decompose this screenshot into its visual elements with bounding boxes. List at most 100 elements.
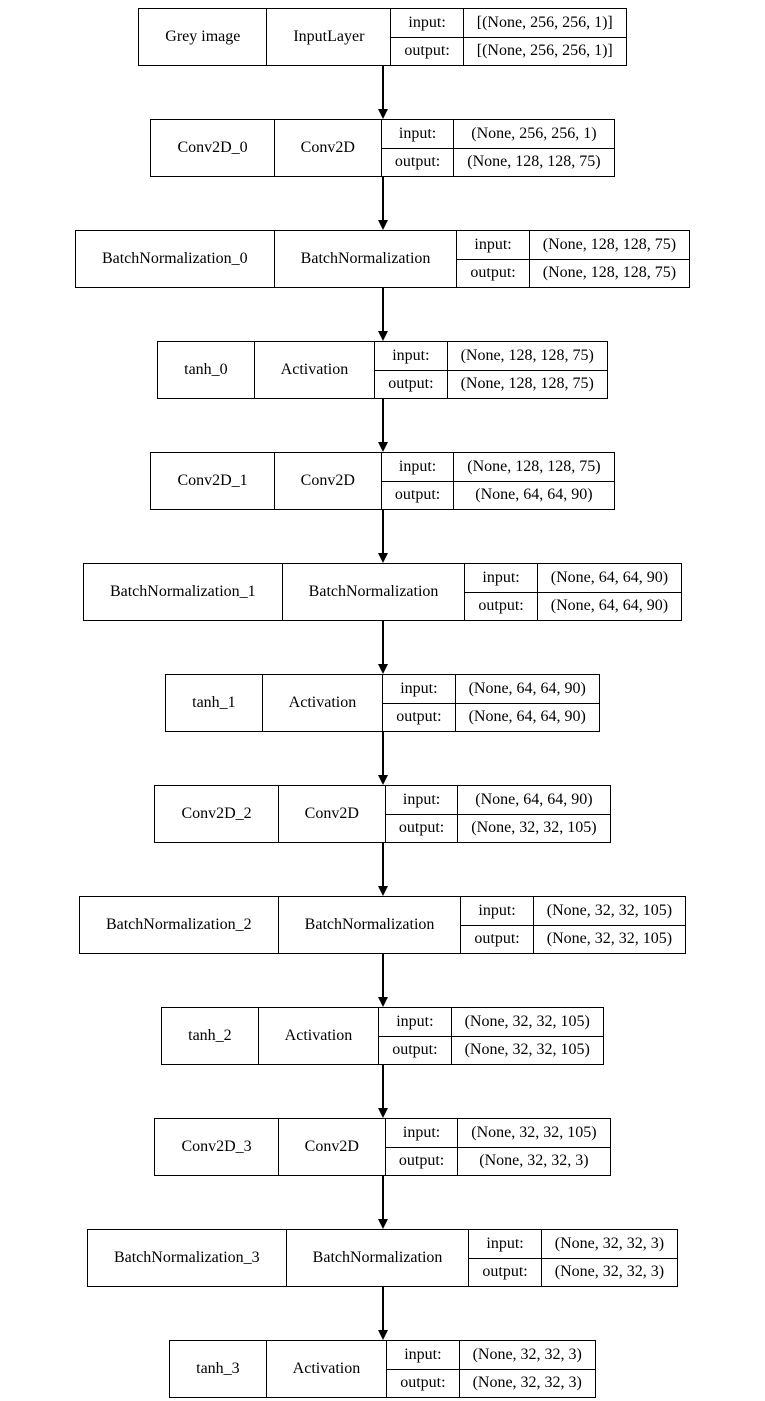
- layer-type: BatchNormalization: [279, 897, 462, 953]
- arrow-head-icon: [377, 442, 388, 452]
- flow-arrow: [377, 1287, 388, 1340]
- flow-arrow: [377, 399, 388, 452]
- shape-column: (None, 128, 128, 75) (None, 128, 128, 75…: [529, 231, 690, 287]
- shape-column: (None, 32, 32, 105) (None, 32, 32, 105): [451, 1008, 603, 1064]
- io-label-column: input: output:: [381, 120, 455, 176]
- arrow-head-icon: [377, 664, 388, 674]
- layer-type: BatchNormalization: [283, 564, 466, 620]
- arrow-line: [381, 1065, 384, 1109]
- layer-node: Conv2D_1 Conv2D input: output: (None, 12…: [150, 452, 615, 510]
- layer-name: tanh_1: [166, 675, 263, 731]
- layer-node: tanh_2 Activation input: output: (None, …: [161, 1007, 604, 1065]
- input-shape: (None, 32, 32, 105): [533, 897, 686, 926]
- shape-column: [(None, 256, 256, 1)] [(None, 256, 256, …: [463, 9, 626, 65]
- arrow-line: [381, 954, 384, 998]
- layer-name: Conv2D_1: [151, 453, 275, 509]
- layer-type: Activation: [259, 1008, 380, 1064]
- flow-arrow: [377, 732, 388, 785]
- layer-node: BatchNormalization_3 BatchNormalization …: [86, 1229, 679, 1287]
- layer-name: Conv2D_0: [151, 120, 275, 176]
- input-label: input:: [383, 675, 455, 704]
- io-label-column: input: output:: [465, 564, 538, 620]
- arrow-head-icon: [377, 886, 388, 896]
- layer-node: BatchNormalization_1 BatchNormalization …: [82, 563, 683, 621]
- flow-arrow: [377, 66, 388, 119]
- output-label: output:: [398, 819, 445, 837]
- layer-node: Conv2D_0 Conv2D input: output: (None, 25…: [150, 119, 615, 177]
- output-label: output:: [482, 1263, 528, 1281]
- layer-type: Conv2D: [279, 1119, 386, 1175]
- layer-node: BatchNormalization_2 BatchNormalization …: [78, 896, 687, 954]
- layer-name: Grey image: [139, 9, 268, 65]
- output-shape: (None, 64, 64, 90): [475, 486, 593, 504]
- shape-column: (None, 32, 32, 105) (None, 32, 32, 105): [533, 897, 686, 953]
- input-shape: (None, 128, 128, 75): [529, 231, 690, 260]
- input-label: input:: [457, 231, 529, 260]
- flow-arrow: [377, 1065, 388, 1118]
- io-label-column: input: output:: [379, 1008, 452, 1064]
- output-label: output:: [394, 486, 441, 504]
- shape-column: (None, 64, 64, 90) (None, 64, 64, 90): [455, 675, 599, 731]
- io-label-column: input: output:: [387, 1341, 460, 1397]
- shape-column: (None, 32, 32, 3) (None, 32, 32, 3): [459, 1341, 595, 1397]
- output-label: output:: [474, 930, 520, 948]
- layer-name: tanh_3: [170, 1341, 267, 1397]
- output-shape: (None, 32, 32, 105): [546, 930, 673, 948]
- flow-arrow: [377, 177, 388, 230]
- output-label: output:: [398, 1152, 445, 1170]
- arrow-head-icon: [377, 220, 388, 230]
- output-label: output:: [470, 264, 516, 282]
- arrow-line: [381, 399, 384, 443]
- input-shape: (None, 128, 128, 75): [447, 342, 607, 371]
- arrow-line: [381, 510, 384, 554]
- input-label: input:: [461, 897, 533, 926]
- flow-arrow: [377, 843, 388, 896]
- shape-column: (None, 256, 256, 1) (None, 128, 128, 75): [454, 120, 614, 176]
- io-label-column: input: output:: [381, 453, 455, 509]
- arrow-line: [381, 1287, 384, 1331]
- layer-node: BatchNormalization_0 BatchNormalization …: [74, 230, 691, 288]
- input-label: input:: [465, 564, 537, 593]
- layer-type: InputLayer: [267, 9, 392, 65]
- io-label-column: input: output:: [375, 342, 448, 398]
- layer-name: tanh_0: [158, 342, 255, 398]
- layer-node: Conv2D_2 Conv2D input: output: (None, 64…: [154, 785, 611, 843]
- input-label: input:: [381, 453, 454, 482]
- arrow-line: [381, 843, 384, 887]
- input-label: input:: [381, 120, 454, 149]
- arrow-head-icon: [377, 331, 388, 341]
- layer-node: tanh_1 Activation input: output: (None, …: [165, 674, 600, 732]
- layer-type: Activation: [255, 342, 376, 398]
- layer-node: Conv2D_3 Conv2D input: output: (None, 32…: [154, 1118, 611, 1176]
- input-shape: (None, 64, 64, 90): [537, 564, 682, 593]
- flow-arrow: [377, 954, 388, 1007]
- shape-column: (None, 32, 32, 3) (None, 32, 32, 3): [541, 1230, 678, 1286]
- layer-type: BatchNormalization: [275, 231, 458, 287]
- output-label: output:: [400, 1374, 446, 1392]
- layer-name: tanh_2: [162, 1008, 259, 1064]
- layer-node: tanh_3 Activation input: output: (None, …: [169, 1340, 596, 1398]
- flow-arrow: [377, 288, 388, 341]
- layer-node: tanh_0 Activation input: output: (None, …: [157, 341, 608, 399]
- input-shape: (None, 64, 64, 90): [455, 675, 599, 704]
- layer-node: Grey image InputLayer input: output: [(N…: [138, 8, 627, 66]
- layer-name: BatchNormalization_2: [80, 897, 279, 953]
- output-shape: (None, 32, 32, 3): [479, 1152, 589, 1170]
- shape-column: (None, 64, 64, 90) (None, 32, 32, 105): [458, 786, 610, 842]
- input-shape: (None, 32, 32, 3): [541, 1230, 678, 1259]
- shape-column: (None, 64, 64, 90) (None, 64, 64, 90): [537, 564, 682, 620]
- io-label-column: input: output:: [385, 1119, 459, 1175]
- io-label-column: input: output:: [391, 9, 464, 65]
- input-label: input:: [387, 1341, 459, 1370]
- flow-arrow: [377, 510, 388, 563]
- layer-type: Activation: [263, 675, 384, 731]
- io-label-column: input: output:: [383, 675, 456, 731]
- arrow-head-icon: [377, 553, 388, 563]
- layer-name: Conv2D_2: [155, 786, 279, 842]
- output-label: output:: [396, 708, 442, 726]
- layer-type: Conv2D: [279, 786, 386, 842]
- arrow-line: [381, 66, 384, 110]
- input-shape: (None, 32, 32, 105): [451, 1008, 603, 1037]
- output-label: output:: [388, 375, 434, 393]
